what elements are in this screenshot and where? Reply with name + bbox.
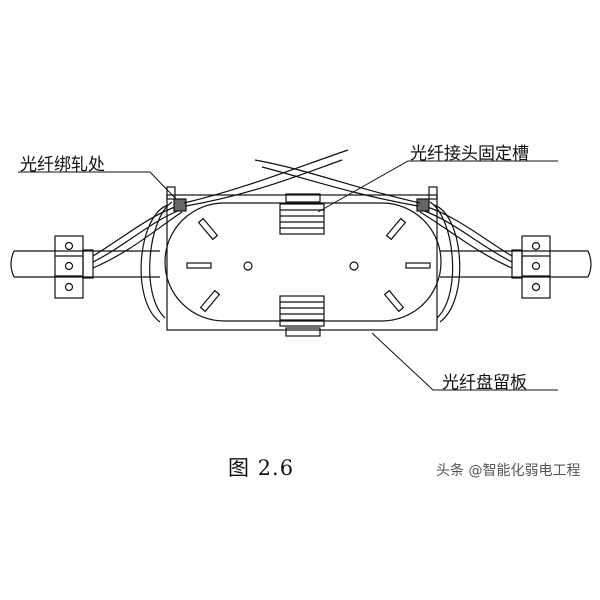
watermark: 头条 @智能化弱电工程 [436, 463, 581, 479]
leader-lines [18, 160, 558, 391]
label-splice-slot: 光纤接头固定槽 [410, 144, 529, 164]
right-cable [440, 250, 592, 278]
fiber-tie-points [173, 198, 430, 212]
fiber-leads [92, 205, 513, 269]
left-cable [10, 250, 160, 278]
label-fiber-tie-point: 光纤绑轧处 [20, 155, 105, 175]
right-cable-clamp [511, 235, 551, 299]
splice-slot-top [279, 193, 325, 235]
fiber-loops [140, 201, 461, 323]
crossing-fibers [183, 149, 421, 207]
label-storage-tray: 光纤盘留板 [442, 373, 527, 393]
figure-caption: 图 2.6 [228, 456, 295, 480]
left-cable-clamp [54, 235, 94, 299]
tray-frame [166, 186, 438, 331]
splice-slot-bottom [279, 295, 325, 337]
storage-plate [164, 202, 442, 322]
